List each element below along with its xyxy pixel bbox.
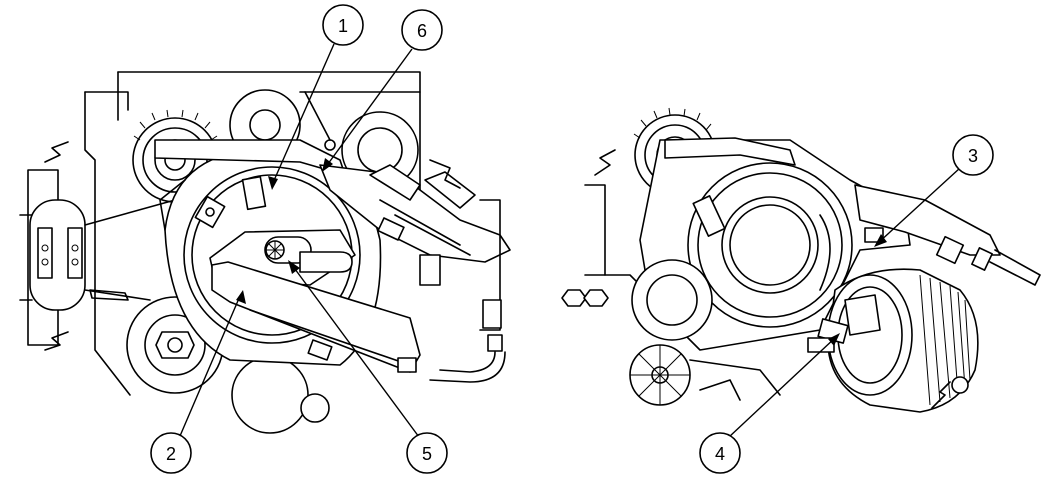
leader-4 bbox=[728, 336, 837, 438]
leader-3 bbox=[877, 167, 961, 244]
callout-3: 3 bbox=[952, 134, 994, 176]
leader-5 bbox=[291, 264, 420, 438]
arrowhead-5 bbox=[288, 260, 300, 274]
callout-label-1: 1 bbox=[338, 16, 348, 36]
coil-drum bbox=[807, 268, 979, 413]
arrowhead-6 bbox=[322, 158, 333, 172]
callout-label-6: 6 bbox=[417, 21, 427, 41]
callout-2: 2 bbox=[150, 432, 192, 474]
callout-label-4: 4 bbox=[715, 444, 725, 464]
upper-screw-block bbox=[864, 227, 884, 243]
arrowhead-4 bbox=[828, 333, 840, 346]
callout-label-2: 2 bbox=[166, 444, 176, 464]
callout-label-3: 3 bbox=[968, 146, 978, 166]
right-clamp-assembly bbox=[319, 159, 511, 383]
right-assembly-view bbox=[561, 107, 1041, 413]
arrowhead-3 bbox=[874, 234, 887, 247]
left-motor-drum bbox=[19, 141, 86, 351]
callout-label-5: 5 bbox=[422, 444, 432, 464]
leader-6 bbox=[324, 48, 413, 169]
leader-1 bbox=[271, 43, 335, 186]
callout-1: 1 bbox=[322, 4, 364, 46]
arrowhead-2 bbox=[236, 290, 246, 304]
lower-plate bbox=[211, 261, 421, 373]
callout-4: 4 bbox=[699, 432, 741, 474]
arrowhead-1 bbox=[268, 176, 278, 190]
callout-6: 6 bbox=[401, 9, 443, 51]
leader-2 bbox=[179, 295, 241, 437]
spoked-wheel bbox=[629, 344, 691, 406]
callout-5: 5 bbox=[406, 432, 448, 474]
left-assembly-view bbox=[19, 71, 511, 434]
callouts: 1 6 2 5 3 4 bbox=[150, 4, 994, 474]
